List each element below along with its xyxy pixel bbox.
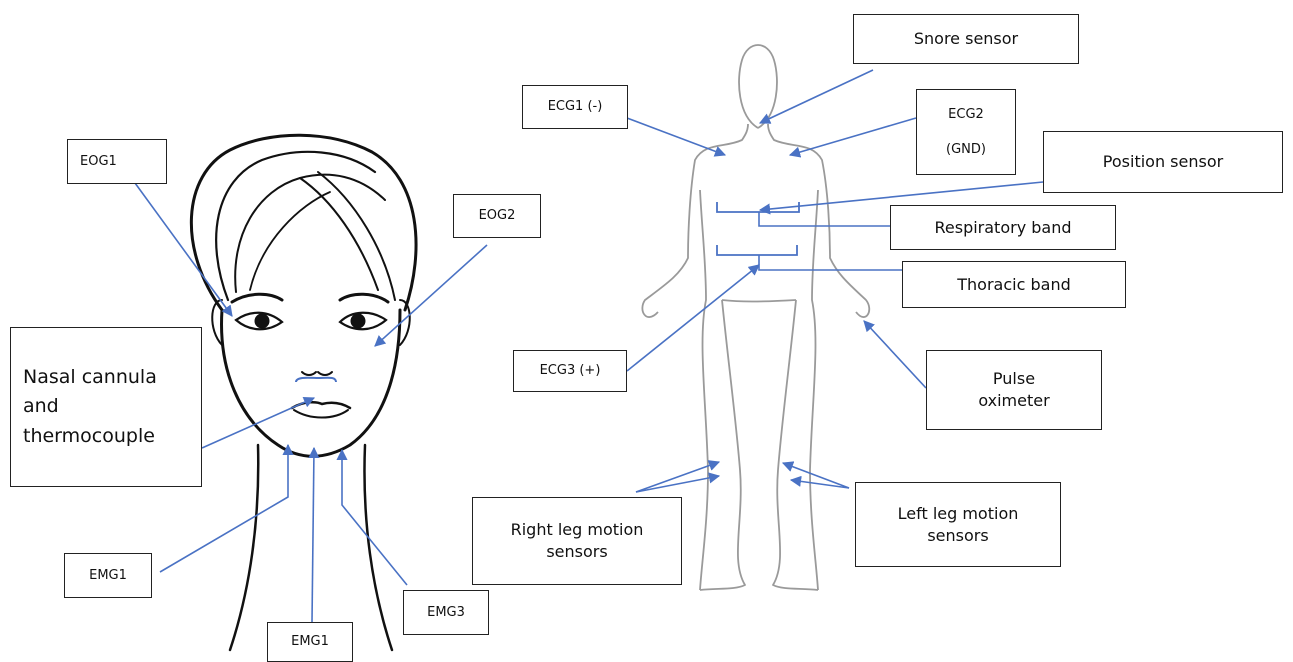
face-illustration <box>191 135 416 650</box>
emg1-bottom-label: EMG1 <box>267 622 353 662</box>
position-sensor-label: Position sensor <box>1043 131 1283 193</box>
emg3-label: EMG3 <box>403 590 489 635</box>
right-leg-sensors-label: Right leg motion sensors <box>472 497 682 585</box>
emg1-left-label: EMG1 <box>64 553 152 598</box>
respiratory-band-label: Respiratory band <box>890 205 1116 250</box>
eog2-label: EOG2 <box>453 194 541 238</box>
ecg2-label: ECG2 (GND) <box>916 89 1016 175</box>
body-bands <box>717 202 799 255</box>
left-leg-sensors-label: Left leg motion sensors <box>855 482 1061 567</box>
eog1-label: EOG1 <box>67 139 167 184</box>
ecg3-label: ECG3 (+) <box>513 350 627 392</box>
snore-sensor-label: Snore sensor <box>853 14 1079 64</box>
thoracic-band-label: Thoracic band <box>902 261 1126 308</box>
ecg1-label: ECG1 (-) <box>522 85 628 129</box>
nasal-cannula-line <box>296 378 336 382</box>
nasal-cannula-label: Nasal cannula and thermocouple <box>10 327 202 487</box>
pulse-oximeter-label: Pulse oximeter <box>926 350 1102 430</box>
